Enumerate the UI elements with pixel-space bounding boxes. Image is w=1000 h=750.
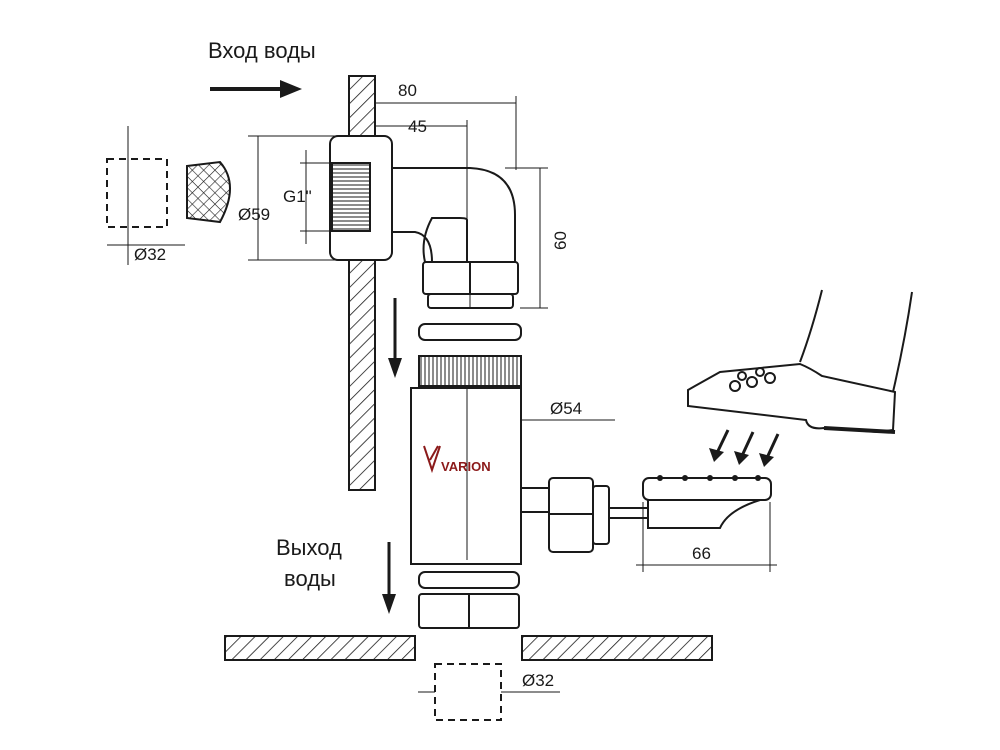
water-out-label-line1: Выход [276,535,342,560]
brand-logo: VARION [423,445,491,474]
press-arrows [709,429,780,467]
dim-32-bottom: Ø32 [522,671,554,690]
dim-54: Ø54 [550,399,582,418]
shoe [687,289,913,434]
flow-down-arrow [388,298,402,378]
dim-32-left: Ø32 [134,245,166,264]
foot-pedal [642,475,772,529]
side-connector [520,477,648,553]
outlet-nut [418,571,520,629]
dim-60: 60 [551,231,570,250]
floor-right [521,635,713,661]
outlet-pipe-outline [434,663,502,721]
dim-thread: G1" [283,187,312,206]
floor-left [224,635,416,661]
strainer-cap [186,160,231,224]
water-in-label: Вход воды [208,38,316,63]
dim-66: 66 [692,544,711,563]
dim-59: Ø59 [238,205,270,224]
brand-text: VARION [441,459,491,474]
dim-45: 45 [408,117,427,136]
inlet-fitting [329,135,519,309]
dim-80: 80 [398,81,417,100]
valve-body [410,355,522,565]
washer [418,323,522,341]
inlet-pipe-outline [106,158,168,228]
water-out-arrow [382,542,396,614]
water-out-label-line2: воды [284,566,336,591]
water-in-arrow [210,80,302,98]
